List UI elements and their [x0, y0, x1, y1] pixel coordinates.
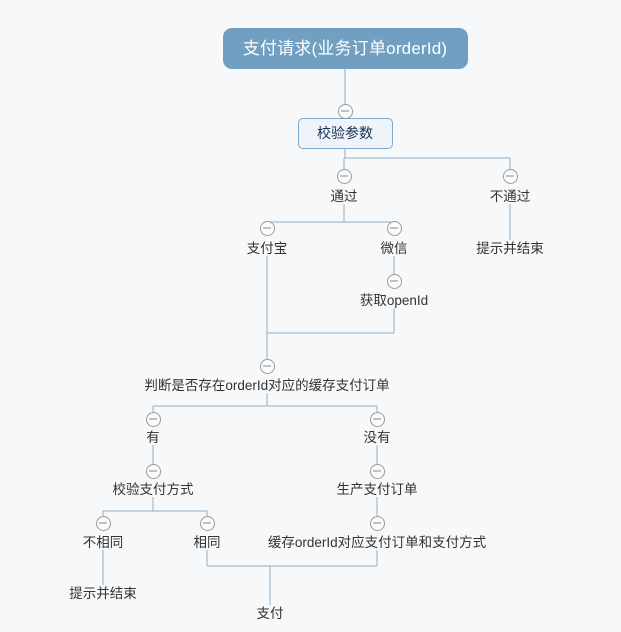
- node-diff-end[interactable]: 提示并结束: [69, 586, 137, 601]
- minus-circle-icon-gen-order[interactable]: [369, 463, 385, 479]
- node-has[interactable]: 有: [146, 430, 160, 445]
- node-pass[interactable]: 通过: [330, 189, 358, 204]
- edge-check-pay-to-samediff: [102, 497, 208, 516]
- node-check-cache[interactable]: 判断是否存在orderId对应的缓存支付订单: [144, 378, 390, 393]
- edge-openid-to-check-cache: [266, 308, 395, 359]
- minus-circle-icon-fail[interactable]: [502, 168, 518, 184]
- node-root: 支付请求(业务订单orderId): [222, 27, 468, 69]
- node-fail[interactable]: 不通过: [489, 189, 531, 204]
- node-diff[interactable]: 不相同: [82, 535, 124, 550]
- node-gen-order[interactable]: 生产支付订单: [336, 482, 418, 497]
- edge-same-to-pay: [206, 550, 377, 567]
- minus-circle-icon-pass[interactable]: [336, 168, 352, 184]
- minus-circle-icon-has[interactable]: [145, 411, 161, 427]
- minus-circle-icon-alipay[interactable]: [259, 220, 275, 236]
- minus-circle-icon-wechat[interactable]: [386, 220, 402, 236]
- minus-circle-icon-same[interactable]: [199, 515, 215, 531]
- minus-circle-icon-cache-order[interactable]: [369, 515, 385, 531]
- edge-pass-to-channels: [266, 204, 395, 223]
- node-fail-end[interactable]: 提示并结束: [476, 241, 544, 256]
- node-same[interactable]: 相同: [193, 535, 221, 550]
- node-validate[interactable]: 校验参数: [297, 117, 393, 149]
- minus-circle-icon-validate[interactable]: [337, 103, 353, 119]
- edge-validate-to-branch1: [343, 148, 511, 169]
- node-wechat[interactable]: 微信: [380, 241, 408, 256]
- minus-circle-icon-check-pay[interactable]: [145, 463, 161, 479]
- node-check-pay[interactable]: 校验支付方式: [112, 482, 194, 497]
- edge-check-cache-to-hasnone: [152, 393, 378, 412]
- node-none[interactable]: 没有: [363, 430, 391, 445]
- node-alipay[interactable]: 支付宝: [246, 241, 288, 256]
- node-pay[interactable]: 支付: [256, 606, 284, 621]
- node-openid[interactable]: 获取openId: [359, 293, 429, 308]
- minus-circle-icon-diff[interactable]: [95, 515, 111, 531]
- minus-circle-icon-check-cache[interactable]: [259, 358, 275, 374]
- minus-circle-icon-openid[interactable]: [386, 273, 402, 289]
- minus-circle-icon-none[interactable]: [369, 411, 385, 427]
- node-cache-order[interactable]: 缓存orderId对应支付订单和支付方式: [267, 535, 487, 550]
